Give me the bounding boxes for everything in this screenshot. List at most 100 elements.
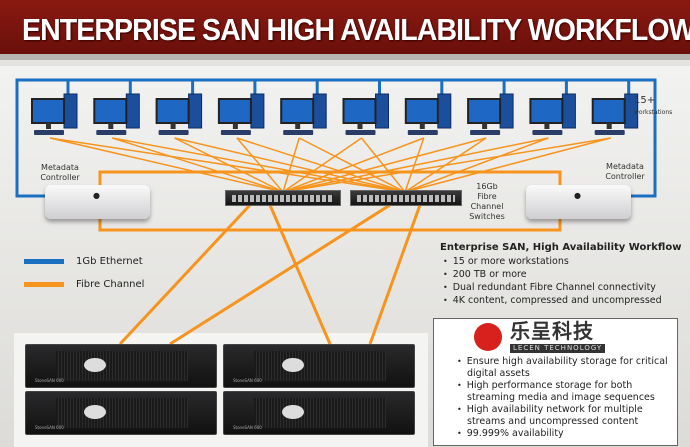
monitor-stand <box>419 123 425 129</box>
apple-logo-icon: ● <box>574 191 581 200</box>
storage-unit: StoneSAN 600 <box>25 391 217 435</box>
storage-brand: StoneSAN 600 <box>35 425 64 430</box>
monitor-stand <box>46 123 51 129</box>
monitor-stand <box>108 123 114 129</box>
tower-icon <box>63 93 78 129</box>
fibre-channel-line <box>282 137 611 193</box>
tower-icon <box>312 93 327 129</box>
workstations-count: 15+ <box>634 95 656 106</box>
fibre-channel-line <box>112 137 406 193</box>
watermark-logo-icon <box>474 323 502 351</box>
fibre-channel-line <box>169 203 391 346</box>
info-item: Dual redundant Fibre Channel connectivit… <box>453 281 681 294</box>
fibre-channel-line <box>174 137 406 193</box>
keyboard-icon <box>407 130 438 135</box>
keyboard-icon <box>345 130 376 135</box>
fibre-channel-line <box>404 137 611 193</box>
workflow-info: Enterprise SAN, High Availability Workfl… <box>440 241 681 307</box>
legend-label: 1Gb Ethernet <box>76 256 143 267</box>
fibre-channel-line <box>118 203 252 346</box>
keyboard-icon <box>220 130 251 135</box>
fibre-channel-line <box>282 137 549 193</box>
keyboard-icon <box>158 130 189 135</box>
monitor-stand <box>482 123 488 129</box>
tower-icon <box>561 93 576 129</box>
info-item: 15 or more workstations <box>453 255 681 268</box>
keyboard-icon <box>283 130 314 135</box>
fibre-channel-line <box>112 137 284 193</box>
fibre-swatch <box>24 282 64 287</box>
monitor-stand <box>170 123 176 129</box>
tower-icon <box>188 93 203 129</box>
monitor-stand <box>544 123 550 129</box>
watermark: 乐呈科技 LECEN TECHNOLOGY <box>474 319 654 354</box>
info-item: 4K content, compressed and uncompressed <box>453 294 681 307</box>
monitor-stand <box>606 123 612 129</box>
metadata-label-right: Metadata Controller <box>605 162 645 181</box>
watermark-en: LECEN TECHNOLOGY <box>510 344 606 353</box>
fibre-channel-line <box>282 137 425 193</box>
storage-unit: StoneSAN 600 <box>223 344 415 388</box>
benefit-item: High performance storage for both stream… <box>467 380 669 403</box>
fibre-channel-line <box>236 137 284 193</box>
tower-icon <box>499 93 514 129</box>
keyboard-icon <box>594 130 625 135</box>
fibre-switch-1 <box>225 190 341 206</box>
monitor-icon <box>155 98 190 124</box>
watermark-cn: 乐呈科技 <box>510 319 594 343</box>
metadata-controller-right: ● <box>526 185 631 219</box>
page-title: ENTERPRISE SAN HIGH AVAILABILITY WORKFLO… <box>22 12 690 47</box>
monitor-icon <box>467 98 502 124</box>
fibre-channel-line <box>282 137 487 193</box>
metadata-controller-left: ● <box>45 185 150 219</box>
keyboard-icon <box>34 130 64 135</box>
storage-unit: StoneSAN 600 <box>223 391 415 435</box>
monitor-icon <box>529 98 564 124</box>
keyboard-icon <box>470 130 501 135</box>
benefits-box: 乐呈科技 LECEN TECHNOLOGY Ensure high availa… <box>433 318 678 446</box>
monitor-icon <box>280 98 315 124</box>
storage-brand: StoneSAN 600 <box>233 378 262 383</box>
tower-icon <box>125 93 140 129</box>
legend-ethernet: 1Gb Ethernet <box>24 250 144 273</box>
monitor-icon <box>31 98 65 124</box>
fibre-channel-line <box>282 137 300 193</box>
ethernet-swatch <box>24 259 64 264</box>
switches-label: 16Gb Fibre Channel Switches <box>469 182 505 221</box>
monitor-stand <box>232 123 238 129</box>
fibre-channel-line <box>282 137 362 193</box>
storage-brand: StoneSAN 600 <box>35 378 64 383</box>
info-heading: Enterprise SAN, High Availability Workfl… <box>440 242 682 253</box>
title-banner: ENTERPRISE SAN HIGH AVAILABILITY WORKFLO… <box>0 0 690 60</box>
fibre-channel-line <box>404 137 549 193</box>
tower-icon <box>437 93 452 129</box>
fibre-switch-2 <box>350 190 462 206</box>
apple-logo-icon: ● <box>93 191 100 200</box>
legend-fibre: Fibre Channel <box>24 273 144 296</box>
monitor-stand <box>295 123 301 129</box>
metadata-label-left: Metadata Controller <box>40 163 80 182</box>
monitor-stand <box>357 123 363 129</box>
fibre-channel-line <box>368 204 422 345</box>
tower-icon <box>375 93 389 129</box>
fibre-channel-line <box>268 204 332 345</box>
fibre-channel-line <box>174 137 284 193</box>
benefit-item: High availability network for multiple s… <box>467 404 669 427</box>
tower-icon <box>250 93 265 129</box>
ethernet-line <box>15 78 657 198</box>
monitor-icon <box>404 98 439 124</box>
storage-unit: StoneSAN 600 <box>25 344 217 388</box>
keyboard-icon <box>96 130 127 135</box>
benefit-item: 99.999% availability <box>467 428 669 440</box>
legend: 1Gb Ethernet Fibre Channel <box>24 250 144 296</box>
benefit-item: Ensure high availability storage for cri… <box>467 356 669 379</box>
fibre-channel-line <box>49 137 284 193</box>
workstations-label: workstations <box>634 109 673 116</box>
legend-label: Fibre Channel <box>76 279 145 290</box>
storage-brand: StoneSAN 600 <box>233 425 262 430</box>
monitor-icon <box>342 98 377 124</box>
keyboard-icon <box>532 130 563 135</box>
monitor-icon <box>217 98 252 124</box>
info-item: 200 TB or more <box>453 268 681 281</box>
